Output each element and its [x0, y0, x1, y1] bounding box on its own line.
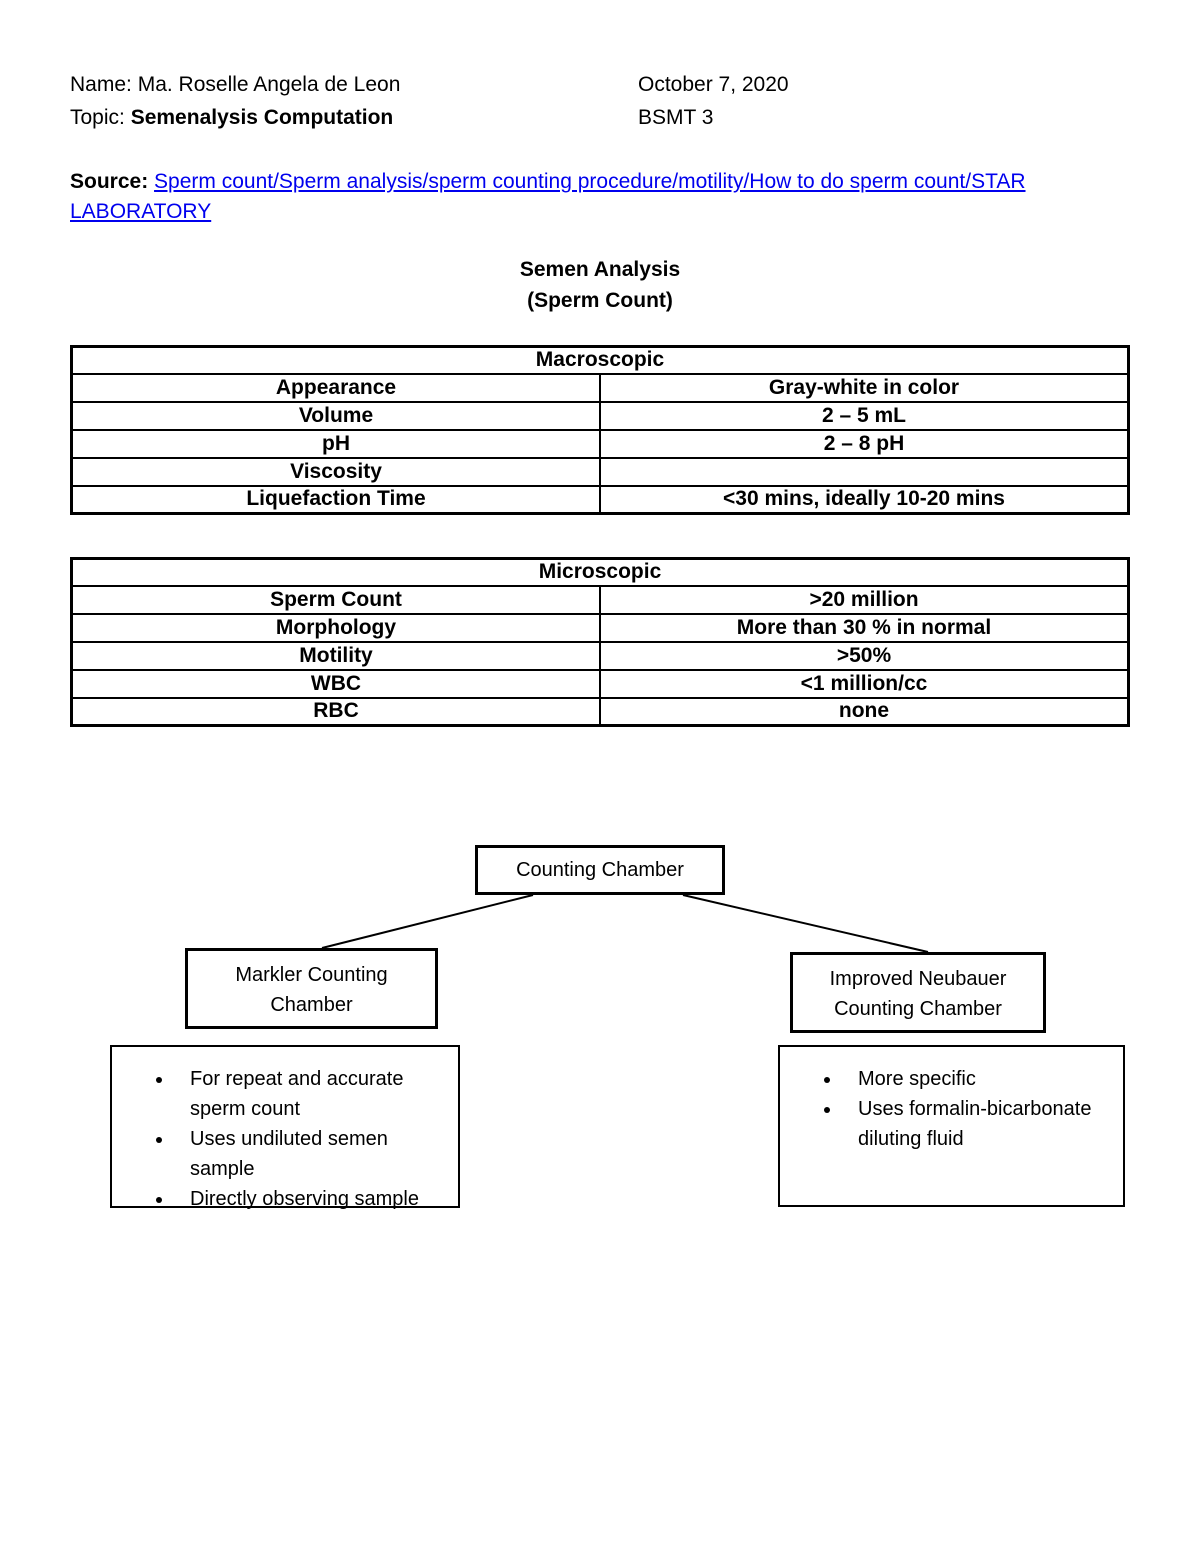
markler-details-list: For repeat and accurate sperm count Uses…: [112, 1064, 458, 1214]
name-value: Ma. Roselle Angela de Leon: [137, 73, 401, 96]
list-item: For repeat and accurate sperm count: [174, 1064, 432, 1124]
row-label-cell: RBC: [70, 696, 601, 727]
source-line: Source: Sperm count/Sperm analysis/sperm…: [70, 167, 1130, 227]
topic-label: Topic:: [70, 106, 125, 129]
row-value-cell: 2 – 5 mL: [599, 400, 1130, 431]
row-label-cell: pH: [70, 428, 601, 459]
row-value-cell: >20 million: [599, 584, 1130, 615]
diagram-node-label: Counting Chamber: [516, 859, 684, 881]
row-label-cell: Liquefaction Time: [70, 484, 601, 515]
source-label: Source:: [70, 170, 149, 193]
page-title-line2: (Sperm Count): [527, 289, 673, 312]
table-row: Liquefaction Time<30 mins, ideally 10-20…: [70, 484, 1130, 515]
row-label-cell: Volume: [70, 400, 601, 431]
table-row: Viscosity: [70, 456, 1130, 487]
source-link[interactable]: Sperm count/Sperm analysis/sperm countin…: [70, 170, 1026, 223]
table-row: Motility>50%: [70, 640, 1130, 671]
name-label: Name:: [70, 73, 132, 96]
page-title-line1: Semen Analysis: [519, 258, 681, 281]
row-value-cell: 2 – 8 pH: [599, 428, 1130, 459]
list-item: More specific: [842, 1064, 1100, 1094]
date: October 7, 2020: [638, 73, 789, 96]
table-row: WBC<1 million/cc: [70, 668, 1130, 699]
connector-line-right: [682, 894, 929, 953]
row-label-cell: Morphology: [70, 612, 601, 643]
improved-neubauer-details-box: More specific Uses formalin-bicarbonate …: [778, 1045, 1125, 1207]
row-label-cell: Sperm Count: [70, 584, 601, 615]
row-value-cell: <1 million/cc: [599, 668, 1130, 699]
connector-line-left: [321, 894, 534, 949]
source-link-line1: Sperm count/Sperm analysis/sperm countin…: [154, 170, 1026, 193]
markler-details-box: For repeat and accurate sperm count Uses…: [110, 1045, 460, 1210]
list-item: Uses formalin-bicarbonate diluting fluid: [842, 1094, 1100, 1154]
table-header-row: Microscopic: [70, 557, 1130, 587]
name-line: Name: Ma. Roselle Angela de Leon: [70, 68, 638, 101]
diagram-node-counting-chamber: Counting Chamber: [475, 845, 725, 895]
table-row: Sperm Count>20 million: [70, 584, 1130, 615]
table-header: Macroscopic: [70, 345, 1130, 375]
list-item: Uses undiluted semen sample: [174, 1124, 432, 1184]
microscopic-table: Microscopic Sperm Count>20 million Morph…: [70, 557, 1130, 727]
diagram-node-improved-neubauer-chamber: Improved Neubauer Counting Chamber: [790, 952, 1046, 1033]
row-label-cell: Motility: [70, 640, 601, 671]
row-value-cell: More than 30 % in normal: [599, 612, 1130, 643]
topic-line: Topic: Semenalysis Computation: [70, 101, 638, 134]
topic-value: Semenalysis Computation: [130, 106, 394, 129]
row-value-cell: <30 mins, ideally 10-20 mins: [599, 484, 1130, 515]
table-header: Microscopic: [70, 557, 1130, 587]
diagram-node-label: Markler Counting Chamber: [235, 964, 388, 1016]
page-title: Semen Analysis (Sperm Count): [0, 254, 1200, 316]
document-header: Name: Ma. Roselle Angela de Leon October…: [70, 68, 1130, 134]
row-label-cell: Viscosity: [70, 456, 601, 487]
table-header-row: Macroscopic: [70, 345, 1130, 375]
row-label-cell: Appearance: [70, 372, 601, 403]
row-label-cell: WBC: [70, 668, 601, 699]
row-value-cell: none: [599, 696, 1130, 727]
diagram-node-markler-chamber: Markler Counting Chamber: [185, 948, 438, 1029]
row-value-cell: >50%: [599, 640, 1130, 671]
diagram-node-label: Improved Neubauer Counting Chamber: [829, 968, 1007, 1020]
improved-neubauer-details-list: More specific Uses formalin-bicarbonate …: [780, 1064, 1123, 1154]
class-section: BSMT 3: [638, 106, 714, 129]
list-item: Directly observing sample: [174, 1184, 432, 1214]
row-value-cell: Gray-white in color: [599, 372, 1130, 403]
source-link-line2: LABORATORY: [70, 200, 212, 223]
row-value-cell: [599, 456, 1130, 487]
